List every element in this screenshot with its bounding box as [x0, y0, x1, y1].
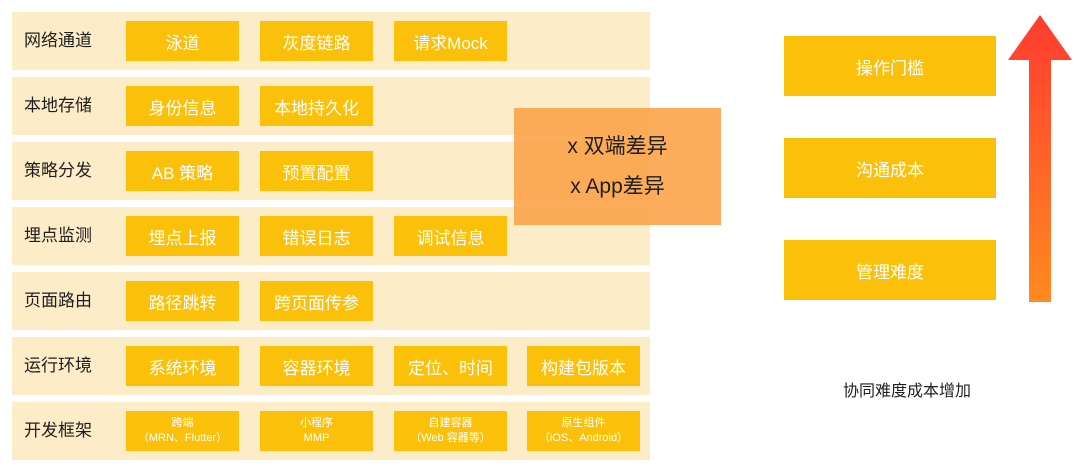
- cost-box-label: 沟通成本: [856, 160, 924, 180]
- chip-title: 系统环境: [148, 358, 217, 378]
- capability-chip: 路径跳转: [126, 281, 239, 321]
- difference-overlay: x 双端差异 x App差异: [514, 108, 721, 225]
- chip-title: 构建包版本: [541, 358, 626, 378]
- capability-chip: 定位、时间: [394, 346, 507, 386]
- chip-title: 原生组件: [561, 417, 606, 429]
- overlay-line-2: x App差异: [570, 174, 665, 198]
- chip-title: 请求Mock: [413, 33, 488, 53]
- cost-box-communication: 沟通成本: [784, 138, 996, 198]
- capability-chip: 本地持久化: [260, 86, 373, 126]
- capability-chip: 泳道: [126, 21, 239, 61]
- chip-title: 埋点上报: [148, 228, 217, 248]
- capability-chip: 灰度链路: [260, 21, 373, 61]
- layer-label: 网络通道: [24, 31, 92, 50]
- layer-row: 网络通道 泳道 灰度链路 请求Mock: [12, 12, 650, 70]
- chip-title: 跨页面传参: [274, 293, 359, 313]
- chip-title: 本地持久化: [274, 98, 359, 118]
- layer-label: 页面路由: [24, 291, 92, 310]
- cost-box-label: 操作门槛: [856, 58, 924, 78]
- cost-box-operation: 操作门槛: [784, 36, 996, 96]
- capability-chip: 容器环境: [260, 346, 373, 386]
- chip-title: AB 策略: [151, 163, 214, 183]
- capability-chip: 身份信息: [126, 86, 239, 126]
- layer-label: 策略分发: [24, 161, 92, 180]
- capability-chip: 自建容器 （Web 容器等）: [394, 411, 507, 451]
- cost-box-label: 管理难度: [856, 262, 924, 282]
- capability-chip: 跨端 （MRN、Flutter）: [126, 411, 239, 451]
- capability-chip: 跨页面传参: [260, 281, 373, 321]
- capability-chip: 系统环境: [126, 346, 239, 386]
- capability-chip: 小程序 MMP: [260, 411, 373, 451]
- capability-chip: 预置配置: [260, 151, 373, 191]
- chip-subtitle: （iOS、Android）: [538, 432, 629, 444]
- chip-title: 错误日志: [282, 228, 351, 248]
- capability-chip: 埋点上报: [126, 216, 239, 256]
- chip-title: 预置配置: [282, 163, 351, 183]
- layer-row: 运行环境 系统环境 容器环境 定位、时间 构建包版本: [12, 337, 650, 395]
- cost-box-management: 管理难度: [784, 240, 996, 300]
- chip-title: 灰度链路: [282, 33, 351, 53]
- chip-title: 小程序: [300, 417, 333, 429]
- layer-row: 埋点监测 埋点上报 错误日志 调试信息: [12, 207, 650, 265]
- capability-chip: AB 策略: [126, 151, 239, 191]
- chip-title: 路径跳转: [148, 293, 217, 313]
- chip-subtitle: （Web 容器等）: [410, 432, 491, 444]
- caption: 协同难度成本增加: [843, 383, 972, 400]
- chip-subtitle: MMP: [303, 432, 330, 444]
- layer-label: 埋点监测: [24, 226, 92, 245]
- layer-label: 开发框架: [24, 421, 92, 440]
- chip-title: 定位、时间: [408, 358, 493, 378]
- chip-title: 容器环境: [282, 358, 351, 378]
- chip-title: 身份信息: [148, 98, 217, 118]
- chip-title: 自建容器: [428, 417, 473, 429]
- chip-title: 调试信息: [416, 228, 485, 248]
- layer-label: 本地存储: [24, 96, 92, 115]
- chip-subtitle: （MRN、Flutter）: [137, 432, 228, 444]
- layer-row: 页面路由 路径跳转 跨页面传参: [12, 272, 650, 330]
- capability-chip: 原生组件 （iOS、Android）: [527, 411, 640, 451]
- layer-row: 开发框架 跨端 （MRN、Flutter） 小程序 MMP 自建容器 （Web 容器等） 原生…: [12, 402, 650, 460]
- capability-chip: 调试信息: [394, 216, 507, 256]
- capability-chip: 构建包版本: [527, 346, 640, 386]
- capability-chip: 错误日志: [260, 216, 373, 256]
- chip-title: 跨端: [171, 417, 194, 429]
- capability-chip: 请求Mock: [394, 21, 507, 61]
- chip-title: 泳道: [165, 33, 200, 53]
- up-arrow-icon: [1008, 15, 1072, 302]
- overlay-line-1: x 双端差异: [567, 134, 668, 158]
- layer-label: 运行环境: [24, 356, 92, 375]
